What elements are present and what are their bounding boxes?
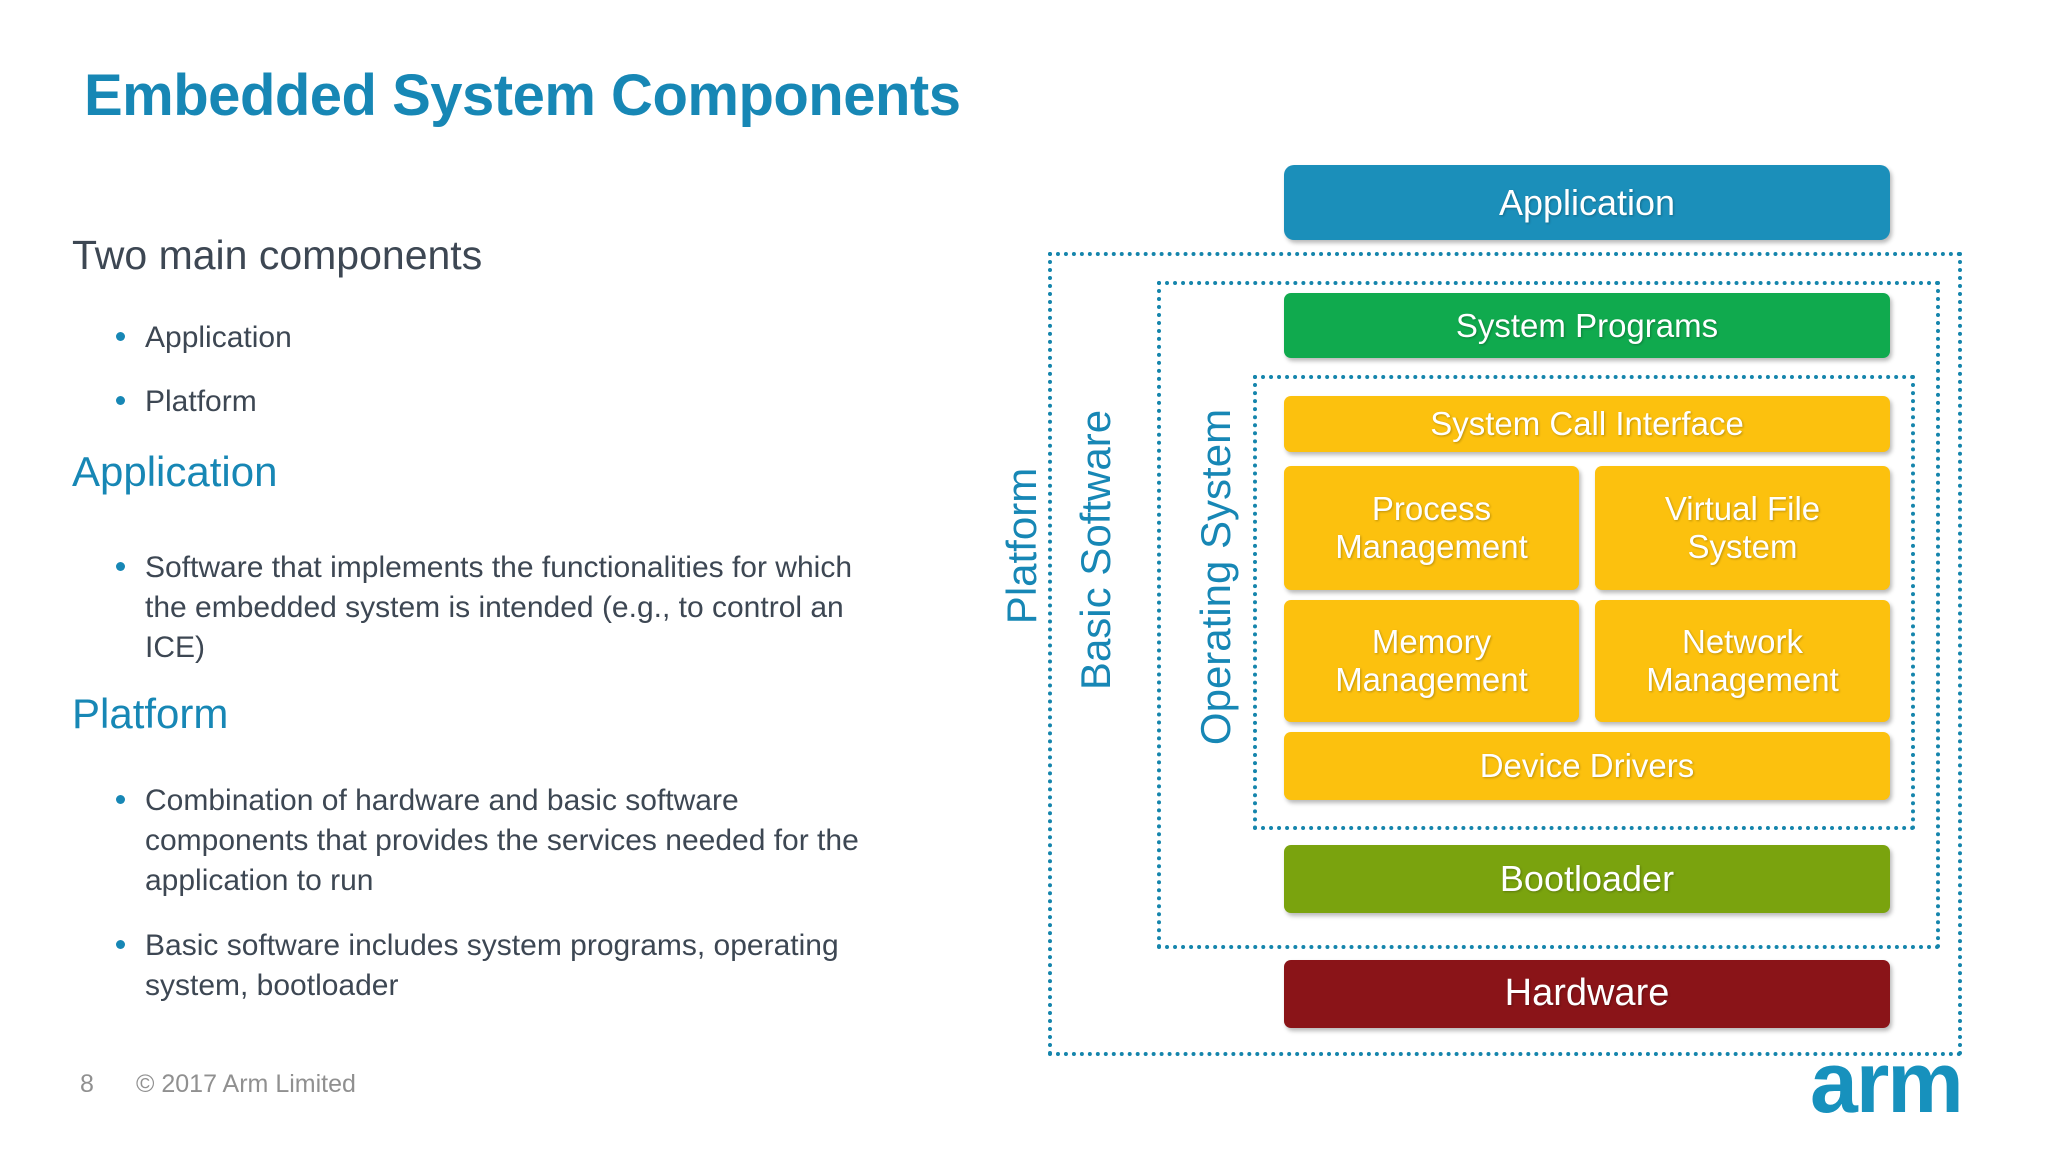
application-description: Software that implements the functionali… (145, 551, 853, 664)
list-item: Combination of hardware and basic softwa… (116, 781, 893, 901)
system-programs-label: System Programs (1455, 306, 1719, 344)
list-item-label: Application (145, 321, 292, 354)
process-management-label: Process Management (1335, 490, 1528, 565)
device-drivers-box: Device Drivers (1284, 732, 1890, 800)
platform-heading: Platform (72, 690, 229, 737)
list-item: Platform (116, 382, 893, 422)
system-call-interface-box: System Call Interface (1284, 396, 1890, 452)
network-management-box: Network Management (1595, 600, 1890, 722)
device-drivers-label: Device Drivers (1479, 747, 1695, 785)
system-programs-box: System Programs (1284, 293, 1890, 358)
memory-management-label: Memory Management (1335, 623, 1528, 698)
page-number: 8 (80, 1070, 94, 1098)
virtual-file-system-box: Virtual File System (1595, 466, 1890, 590)
operating-system-container (1253, 375, 1915, 830)
platform-container-label: Platform (998, 467, 1045, 625)
system-call-interface-label: System Call Interface (1430, 405, 1744, 443)
list-item: Application (116, 318, 893, 358)
application-box-label: Application (1498, 181, 1676, 223)
bullet-icon (116, 562, 125, 571)
application-heading: Application (72, 448, 278, 495)
bootloader-box: Bootloader (1284, 845, 1890, 913)
list-item: Software that implements the functionali… (116, 548, 893, 668)
basic-software-container-label: Basic Software (1072, 409, 1119, 691)
process-management-box: Process Management (1284, 466, 1579, 590)
bootloader-label: Bootloader (1499, 858, 1675, 900)
arm-logo: arm (1810, 1035, 1964, 1131)
memory-management-box: Memory Management (1284, 600, 1579, 722)
hardware-label: Hardware (1504, 972, 1670, 1015)
bullet-icon (116, 940, 125, 949)
platform-description: Combination of hardware and basic softwa… (145, 784, 859, 897)
copyright-text: © 2017 Arm Limited (136, 1070, 356, 1098)
bullet-icon (116, 396, 125, 405)
operating-system-container-label: Operating System (1192, 408, 1239, 746)
hardware-box: Hardware (1284, 960, 1890, 1028)
network-management-label: Network Management (1646, 623, 1839, 698)
platform-container (1048, 252, 1962, 1056)
basic-software-description: Basic software includes system programs,… (145, 929, 839, 1002)
bullet-icon (116, 795, 125, 804)
bullet-icon (116, 332, 125, 341)
basic-software-container (1157, 281, 1940, 949)
application-box: Application (1284, 165, 1890, 240)
virtual-file-system-label: Virtual File System (1664, 490, 1821, 565)
intro-heading: Two main components (72, 232, 483, 278)
list-item-label: Platform (145, 385, 257, 418)
list-item: Basic software includes system programs,… (116, 926, 893, 1006)
page-title: Embedded System Components (84, 63, 961, 128)
